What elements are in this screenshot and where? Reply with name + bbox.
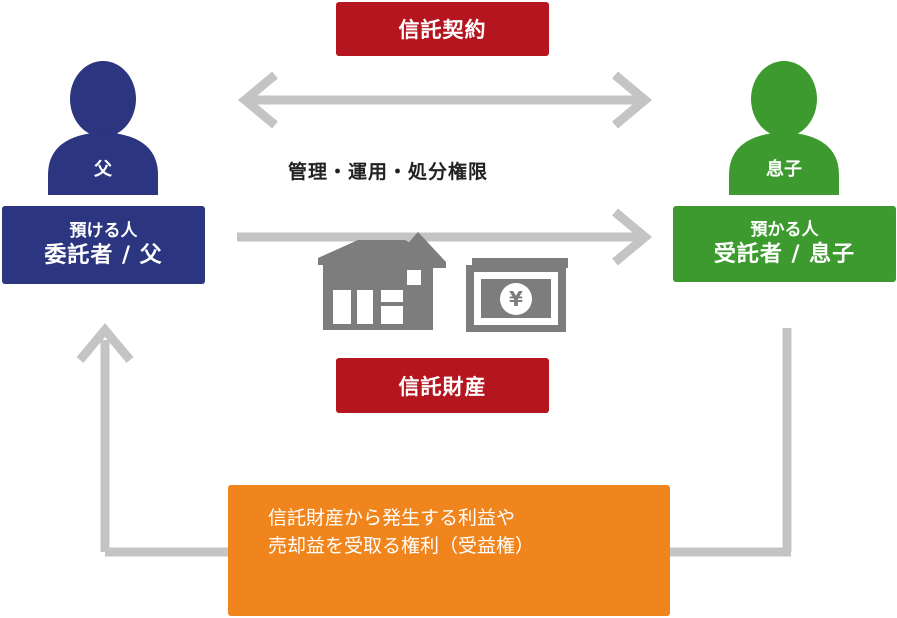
settlor-role-box: 預ける人 委託者 / 父 [2, 206, 205, 284]
authority-arrow [237, 208, 653, 266]
benefit-line1: 信託財産から発生する利益や [268, 507, 516, 529]
benefit-line2: 売却益を受取る権利（受益権） [268, 534, 535, 557]
person-icon-settlor [48, 61, 158, 195]
benefit-return-arrow [76, 322, 232, 557]
settlor-role-line1: 預ける人 [69, 220, 138, 241]
contract-label-text: 信託契約 [398, 18, 487, 42]
trustee-person-label: 息子 [766, 159, 802, 180]
trustee-role-line2: 受託者 / 息子 [713, 241, 856, 267]
trustee-role-box: 預かる人 受託者 / 息子 [673, 206, 896, 282]
house-icon [318, 232, 446, 330]
trust-property-label: 信託財産 [336, 358, 549, 413]
settlor-role-line2: 委託者 / 父 [44, 242, 163, 268]
yen-symbol: ¥ [509, 287, 523, 311]
trustee-benefit-line [668, 328, 792, 557]
contract-label: 信託契約 [336, 2, 549, 56]
banknote-icon [466, 258, 568, 332]
trustee-role-line1: 預かる人 [750, 219, 819, 240]
double-arrow [237, 71, 653, 129]
settlor-person-label: 父 [94, 159, 112, 180]
person-icon-trustee [729, 61, 839, 195]
authority-label: 管理・運用・処分権限 [288, 161, 489, 183]
beneficial-interest-box: 信託財産から発生する利益や 売却益を受取る権利（受益権） [228, 485, 670, 616]
trust-property-label-text: 信託財産 [398, 374, 487, 399]
